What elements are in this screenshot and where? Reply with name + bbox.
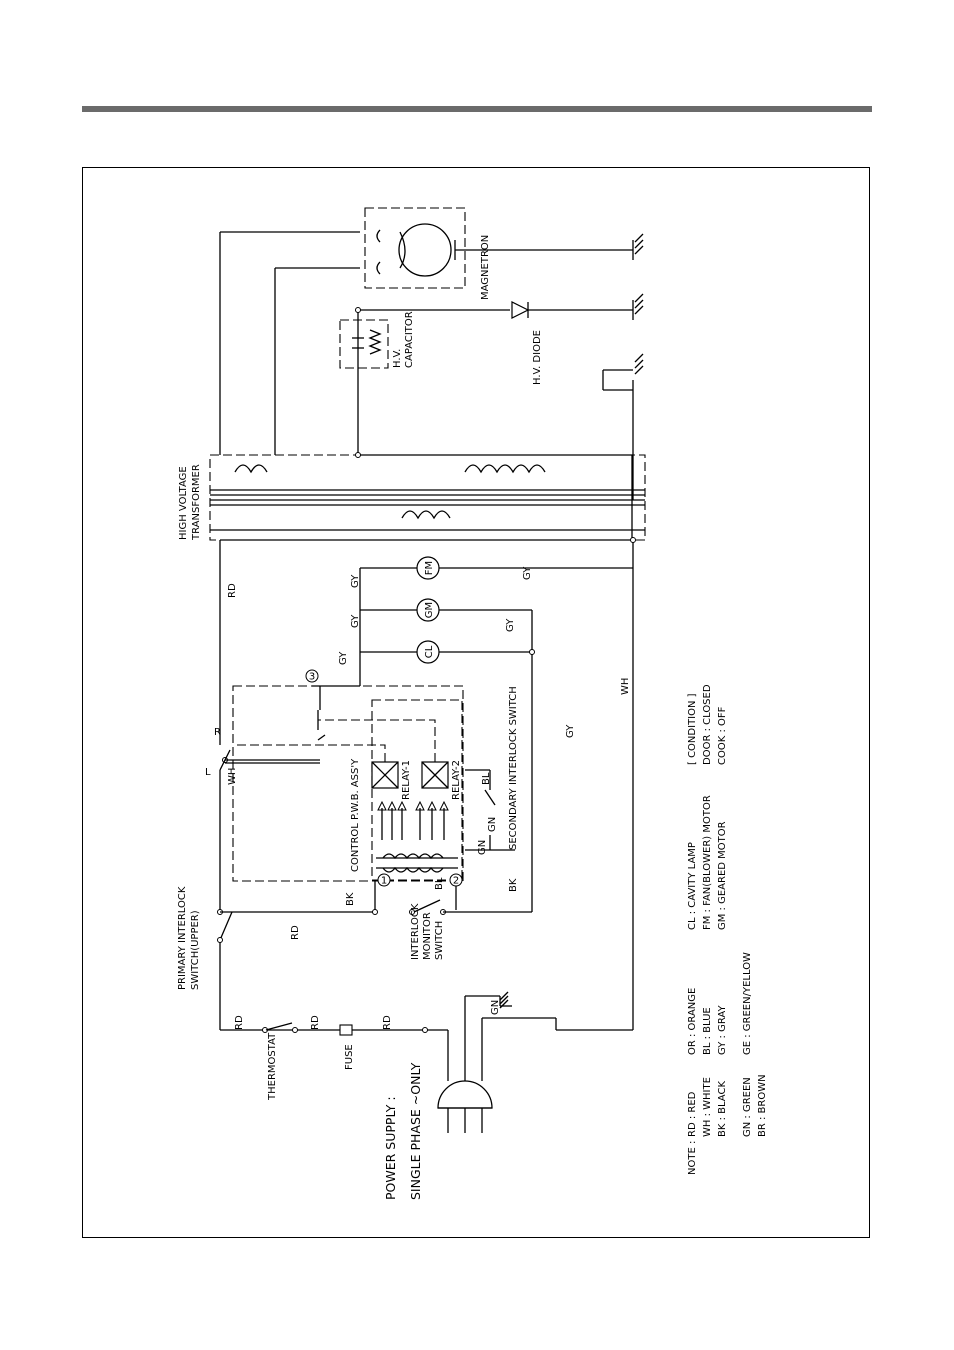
legend-color: BR : BROWN bbox=[757, 1074, 768, 1137]
fuse bbox=[339, 1024, 353, 1036]
wire-label-gn: GN bbox=[490, 1000, 501, 1015]
ground-symbol bbox=[602, 353, 644, 391]
secondary-switch-label: SECONDARY INTERLOCK SWITCH bbox=[508, 686, 519, 850]
interlock-monitor-switch bbox=[409, 650, 533, 915]
wire-label-wh: WH bbox=[620, 678, 631, 695]
magnetron bbox=[364, 207, 633, 289]
legend-condition: DOOR : CLOSED bbox=[702, 684, 713, 765]
wire-label-gy: GY bbox=[505, 618, 516, 632]
relay-contact-lr bbox=[219, 749, 320, 771]
ground-symbol bbox=[632, 233, 644, 260]
control-pwb-label: CONTROL P.W.B. ASS'Y bbox=[350, 758, 361, 872]
monitor-switch-label-1: INTERLOCK bbox=[410, 903, 421, 960]
cavity-lamp: CL bbox=[360, 640, 532, 664]
legend-color: RD : RED bbox=[687, 1091, 698, 1137]
fan-motor: FM bbox=[360, 556, 633, 580]
ground-symbol bbox=[632, 293, 644, 320]
svg-text:GM: GM bbox=[424, 602, 435, 618]
wire-label-rd: RD bbox=[382, 1015, 393, 1030]
wire-label-bk: BK bbox=[345, 892, 356, 906]
legend-color: WH : WHITE bbox=[702, 1077, 713, 1137]
legend-color: BK : BLACK bbox=[717, 1081, 728, 1137]
wire-label-bl: BL bbox=[481, 772, 492, 785]
transformer-label-2: TRANSFORMER bbox=[191, 464, 202, 541]
relay2-label: RELAY-2 bbox=[451, 760, 462, 800]
wire-label-gn: GN bbox=[477, 840, 488, 855]
terminal-2-label: 2 bbox=[453, 876, 459, 887]
header-rule bbox=[82, 106, 872, 112]
legend-part: CL : CAVITY LAMP bbox=[687, 842, 698, 930]
wire-label-gy: GY bbox=[350, 614, 361, 628]
legend-part: FM : FAN(BLOWER) MOTOR bbox=[702, 795, 713, 930]
monitor-switch-label-2: MONITOR bbox=[422, 912, 433, 960]
terminal-1-label: 1 bbox=[381, 876, 387, 887]
power-supply-line1: POWER SUPPLY : bbox=[383, 1096, 398, 1200]
hv-diode bbox=[511, 301, 633, 319]
legend-condition: [ CONDITION ] bbox=[687, 693, 698, 765]
legend-condition: COOK : OFF bbox=[717, 706, 728, 765]
hv-capacitor bbox=[339, 309, 510, 380]
power-plug bbox=[437, 995, 556, 1133]
wire-label-bl: BL bbox=[434, 877, 445, 890]
svg-text:FM: FM bbox=[424, 561, 435, 575]
capacitor-label-1: H.V. bbox=[392, 349, 403, 368]
legend-color: GE : GREEN/YELLOW bbox=[742, 952, 753, 1055]
control-pwb bbox=[232, 685, 464, 882]
wire-label-rd: RD bbox=[234, 1015, 245, 1030]
terminal-3-label: 3 bbox=[309, 672, 315, 683]
hv-transformer bbox=[209, 454, 646, 541]
legend-color: GN : GREEN bbox=[742, 1077, 753, 1137]
wire-label-gy: GY bbox=[522, 566, 533, 580]
relay1-label: RELAY-1 bbox=[401, 760, 412, 800]
thermostat bbox=[262, 1022, 298, 1033]
legend-color: OR : ORANGE bbox=[687, 988, 698, 1055]
magnetron-label: MAGNETRON bbox=[480, 235, 491, 300]
wire-label-gy: GY bbox=[565, 724, 576, 738]
thermostat-label: THERMOSTAT bbox=[267, 1032, 278, 1101]
ground-symbol bbox=[499, 991, 512, 1009]
capacitor-label-2: CAPACITOR bbox=[404, 311, 415, 368]
diode-label: H.V. DIODE bbox=[532, 330, 543, 385]
legend-color: BL : BLUE bbox=[702, 1007, 713, 1055]
wire-label-wh: WH bbox=[227, 768, 238, 785]
primary-switch-label-2: SWITCH(UPPER) bbox=[190, 910, 201, 990]
monitor-switch-label-3: SWITCH bbox=[434, 921, 445, 960]
transformer-label-1: HIGH VOLTAGE bbox=[178, 466, 189, 540]
wire-label-gy: GY bbox=[350, 574, 361, 588]
legend-color: GY : GRAY bbox=[717, 1005, 728, 1055]
legend-note-prefix: NOTE : bbox=[687, 1141, 698, 1175]
power-supply-line2: SINGLE PHASE ~ONLY bbox=[408, 1062, 423, 1200]
wire-label-rd: RD bbox=[290, 925, 301, 940]
svg-text:CL: CL bbox=[424, 645, 435, 658]
legend: NOTE : RD : RED WH : WHITE BK : BLACK GN… bbox=[687, 684, 768, 1175]
wire-label-gy: GY bbox=[338, 651, 349, 665]
fuse-label: FUSE bbox=[344, 1044, 355, 1070]
switch-r-label: R bbox=[214, 727, 221, 738]
legend-part: GM : GEARED MOTOR bbox=[717, 821, 728, 930]
wire-label-rd: RD bbox=[310, 1015, 321, 1030]
wire-label-bk: BK bbox=[508, 878, 519, 892]
primary-switch-label-1: PRIMARY INTERLOCK bbox=[177, 886, 188, 990]
switch-l-label: L bbox=[205, 767, 211, 778]
diagram-frame bbox=[82, 167, 870, 1238]
secondary-interlock-switch bbox=[465, 769, 515, 851]
primary-interlock-switch bbox=[217, 909, 375, 943]
wire-label-rd: RD bbox=[227, 583, 238, 598]
wire-label-gn: GN bbox=[487, 817, 498, 832]
geared-motor: GM bbox=[360, 598, 532, 622]
